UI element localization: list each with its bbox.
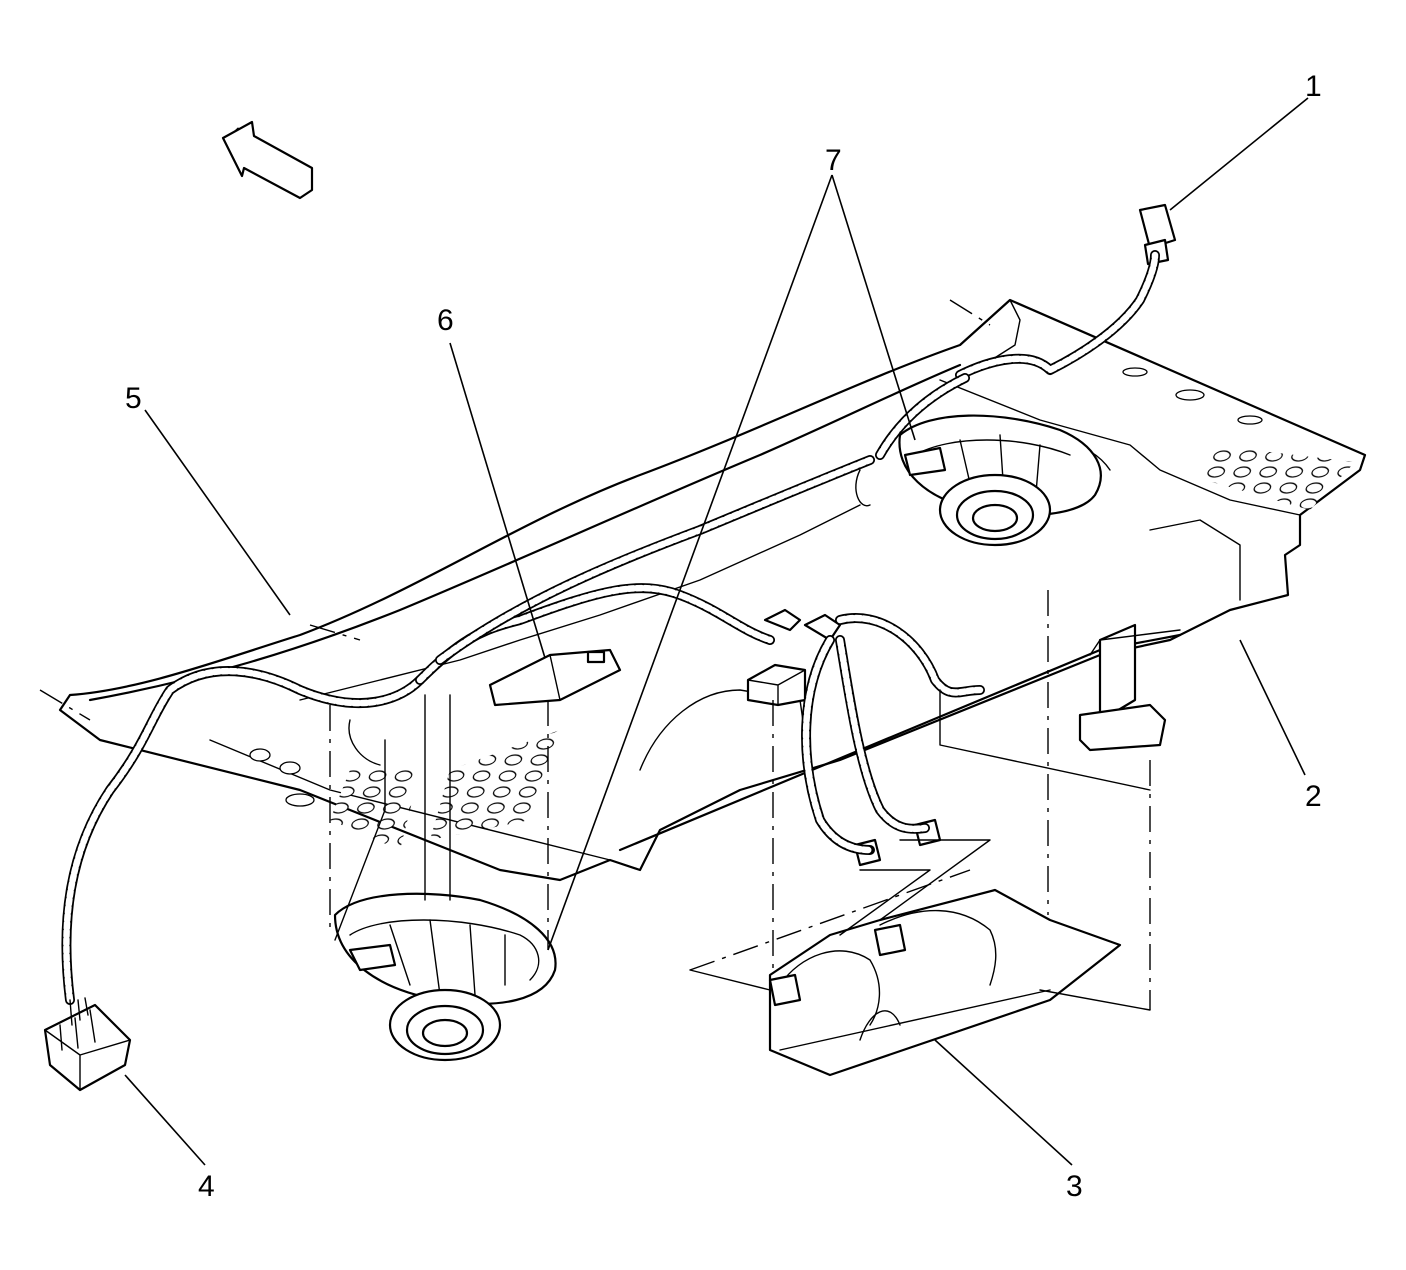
left-speaker <box>333 892 557 1062</box>
callout-1: 1 <box>1305 70 1322 103</box>
callout-2: 2 <box>1305 780 1322 813</box>
callout-4: 4 <box>198 1170 215 1203</box>
wiring-harness <box>61 250 1160 1026</box>
right-speaker <box>898 414 1102 547</box>
front-direction-arrow <box>221 120 314 200</box>
callout-labels: 1 2 3 4 5 6 7 <box>125 70 1322 1203</box>
callout-7: 7 <box>825 144 842 177</box>
harness-retainers <box>488 608 942 867</box>
harness-connector-4 <box>43 1003 132 1092</box>
callout-6: 6 <box>437 304 454 337</box>
speaker-bracket <box>768 888 1122 1077</box>
assembly-alignment-lines <box>39 299 1151 1011</box>
callout-3: 3 <box>1066 1170 1083 1203</box>
rear-shelf-panel <box>58 298 1367 882</box>
callout-5: 5 <box>125 382 142 415</box>
leader-lines <box>124 97 1309 1166</box>
